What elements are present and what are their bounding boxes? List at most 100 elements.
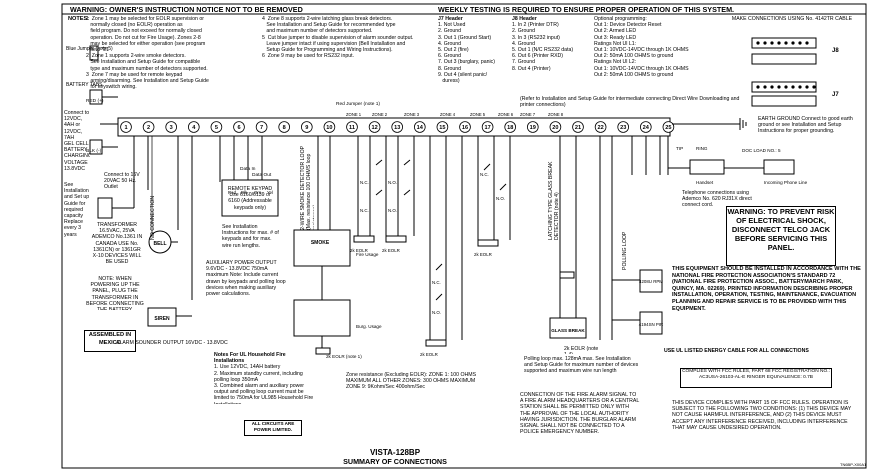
notes-line: may be selected for either operation (se… xyxy=(86,40,206,47)
glass-break-icon xyxy=(549,317,587,339)
battery-capacity-text: See Installation and Set up Guide for re… xyxy=(64,182,90,242)
smoke-detector-box xyxy=(293,229,351,267)
notes-line: normally closed (no EOLR) operation as xyxy=(86,22,183,29)
alarm-sounder-text: ALARM SOUNDER OUTPUT 16VDC - 13.8VDC xyxy=(116,340,228,346)
battery-connect-text: Connect to 12VDC, 4AH or 12VDC, 7AH GEL … xyxy=(64,110,90,186)
terminal-number: 25 xyxy=(665,125,671,131)
red-plus-label: RED (+) xyxy=(86,98,104,104)
notes-column-2: 4 Zone 8 supports 2-wire latching glass … xyxy=(262,16,434,92)
terminal-number: 5 xyxy=(215,125,218,131)
rpm-device-icon xyxy=(639,269,663,293)
eolr-label: 2k EOLR xyxy=(350,248,368,253)
handset-icon xyxy=(689,159,725,175)
optional-programming-item: Out 1: Device Detector Reset xyxy=(594,22,662,29)
burg-usage-box xyxy=(293,299,351,337)
j7-header-item: 6. Ground xyxy=(438,53,462,60)
j7-header-item: 9. Out 4 (silent panic/ xyxy=(438,71,488,78)
terminal-number: 15 xyxy=(439,125,445,131)
terminal-number: 16 xyxy=(462,125,468,131)
keypad-install-text: See Installation Instructions for max. #… xyxy=(222,224,279,249)
terminal-screw xyxy=(368,121,381,133)
terminal-screw xyxy=(165,121,178,133)
zone-resistance-text: Zone resistance (Excluding EOLR): ZONE 1… xyxy=(346,372,478,398)
terminal-number: 7 xyxy=(260,125,263,131)
earth-ground-text: EARTH GROUND Connect to good earth groun… xyxy=(758,116,853,135)
zone-label: ZONE 2 xyxy=(372,112,388,117)
contact-label: N.C. xyxy=(432,280,441,285)
fire-usage-label: Fire Usage xyxy=(356,252,379,257)
optional-programming-title: Optional programming: xyxy=(594,16,647,22)
terminal-screw xyxy=(120,121,132,133)
ring-label: RING xyxy=(696,146,708,151)
j7-header-item: 5. Out 2 (fire) xyxy=(438,47,469,54)
transformer-text: TRANSFORMER 16.5VAC, 25VA ADEMCO No.1361… xyxy=(91,222,143,266)
terminal-screw xyxy=(662,121,675,133)
notes-line: field program. Do not exceed for normall… xyxy=(86,28,202,35)
eolr-label: 2k EOLR xyxy=(474,252,492,257)
notes-line: Leave jumper intact if using supervision… xyxy=(262,40,406,47)
ul-notes-block: Notes For UL Household Fire Installation… xyxy=(214,352,314,404)
notes-line: operation. Do not cut for Fire Usage). Z… xyxy=(86,34,201,41)
no-connection-text: NO CONNECTION xyxy=(150,195,156,240)
j7-header-item: 2. Ground xyxy=(438,28,462,35)
aux-power-text: AUXILIARY POWER OUTPUT 9.6VDC - 13.8VDC … xyxy=(206,260,286,298)
connect-16v-text: Connect to 16V 20VAC 50 Hz. Outlet xyxy=(104,172,140,191)
zone-label: ZONE 1 xyxy=(346,112,362,117)
eolr-label: 2k EOLR xyxy=(382,248,400,253)
contact-label: N.O. xyxy=(388,180,397,185)
terminal-number: 6 xyxy=(237,125,240,131)
pir-device-icon xyxy=(639,311,663,335)
rpm-label: 4208U RPM xyxy=(639,279,663,284)
burg-usage-label: Burg. Usage xyxy=(356,324,382,329)
j8-header-item: 4. Ground xyxy=(512,40,536,47)
notes-line: Setup Guide for Programming and Wiring I… xyxy=(262,47,393,54)
siren-icon xyxy=(147,307,177,327)
contact-label: N.C. xyxy=(480,172,489,177)
terminal-screw xyxy=(526,121,539,133)
terminal-screw xyxy=(255,121,268,133)
pir-label: 4194SN PIR xyxy=(639,322,663,327)
telephone-wiring xyxy=(631,118,795,175)
terminal-screw xyxy=(413,121,426,133)
terminal-number: 24 xyxy=(643,125,650,131)
data-in-label: Data In xyxy=(240,166,256,172)
j8-header-item: 7. Ground xyxy=(512,59,536,66)
notes-line: type and maximum number of detectors sup… xyxy=(86,65,208,72)
tip-label: TIP xyxy=(676,146,683,151)
notes-line: 6 Zone 9 may be used for RS232 input. xyxy=(262,53,354,60)
notes-line: and maximum number of detectors supporte… xyxy=(262,28,373,35)
connect-battery-text: Connect to 12VDC, 4AH or 12VDC, 7AH xyxy=(64,110,90,141)
keypad-wire-label: Red xyxy=(228,190,237,195)
blue-jumper-label: Blue Jumper (note 5) xyxy=(66,46,113,52)
j7-header-title: J7 Header xyxy=(438,16,463,22)
j7-header-item: 8. Ground xyxy=(438,65,462,72)
doc-number: TN6BP-X00A1 xyxy=(840,462,867,467)
zone-8-glass-break xyxy=(549,136,587,339)
ul-note-item: 3. Combined alarm and auxiliary power ou… xyxy=(214,383,314,404)
terminal-number: 20 xyxy=(552,125,558,131)
j7-label: J7 xyxy=(832,92,839,98)
terminal-screw xyxy=(639,121,652,133)
terminal-screw xyxy=(188,121,200,133)
two-wire-smoke-text: 2-WIRE SMOKE DETECTOR LOOP (Max. resista… xyxy=(300,146,314,230)
zone-label: ZONE 3 xyxy=(404,112,420,117)
zone-label: ZONE 4 xyxy=(440,112,456,117)
optional-programming-item: Out 1: 10VDC-14VDC through 1K OHMS xyxy=(594,47,689,54)
notes-label: NOTES: xyxy=(68,16,90,22)
notes-line: field *21 xyxy=(86,47,110,54)
terminal-number: 22 xyxy=(597,125,603,131)
notes-line: 4 Zone 8 supports 2-wire latching glass … xyxy=(262,16,393,22)
zone-9-text: ZONE 9: 9Kohm/Sec 400ohm/Sec xyxy=(346,384,426,391)
remote-keypad-text: REMOTE KEYPAD Use 6160/6139 or 6160 (Add… xyxy=(227,186,273,211)
j8-header-item: 1. In 2 (Printer DTR) xyxy=(512,22,559,29)
contact-label: N.O. xyxy=(432,310,441,315)
j7-connector xyxy=(751,81,817,107)
optional-programming-item: Out 3: Ready LED xyxy=(594,34,637,41)
optional-programming-item: Out 2: Armed LED xyxy=(594,28,637,35)
bell-label: BELL xyxy=(153,241,166,247)
contact-label: N.C. xyxy=(360,180,369,185)
notes-line: 1 Zone 1 may be selected for EOLR superv… xyxy=(86,16,204,22)
product-title: VISTA-128BP xyxy=(370,448,421,457)
blk-minus-label: BLK (-) xyxy=(86,148,102,154)
